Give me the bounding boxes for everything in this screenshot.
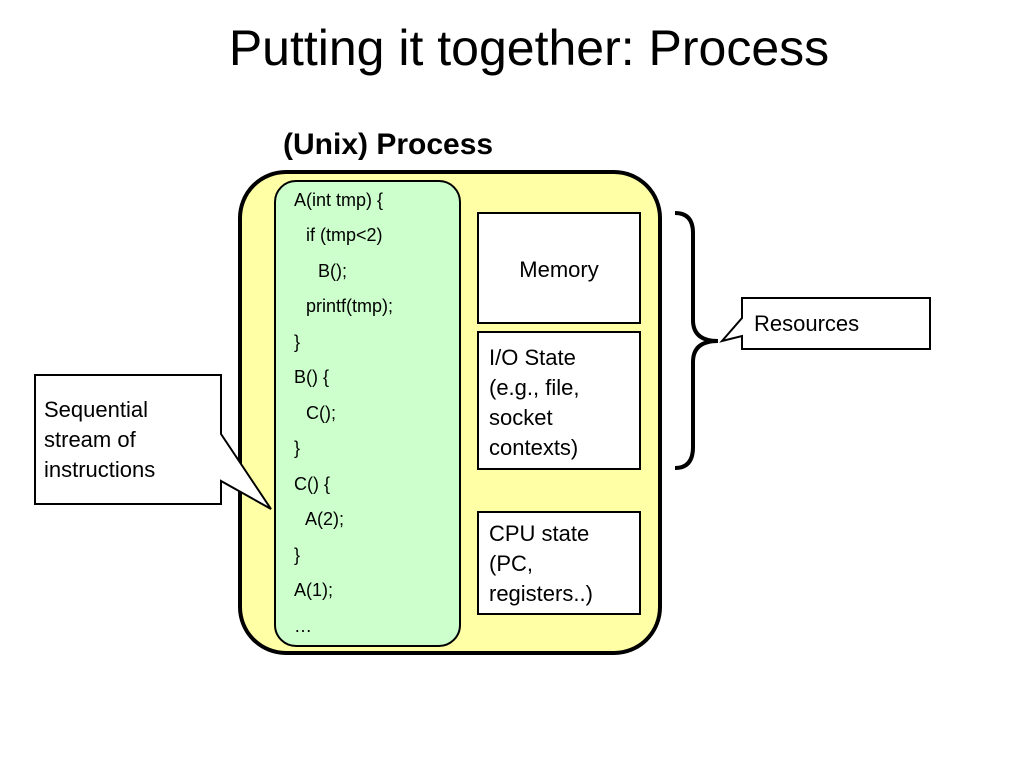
code-line: } [294, 545, 301, 565]
cpu-state-box: CPU state (PC, registers..) [477, 511, 641, 615]
memory-label: Memory [519, 257, 599, 282]
code-line: C(); [296, 403, 336, 423]
sequential-line: stream of [44, 427, 136, 452]
io-state-box: I/O State (e.g., file, socket contexts) [477, 331, 641, 470]
code-line: A(int tmp) { [294, 190, 384, 210]
code-line: … [294, 616, 312, 636]
code-line: printf(tmp); [296, 296, 394, 316]
sequential-line: instructions [44, 457, 156, 482]
code-line: B(); [298, 261, 347, 281]
cpu-state-line: (PC, [489, 551, 533, 576]
cpu-state-line: CPU state [489, 521, 590, 546]
code-line: A(1); [294, 580, 334, 600]
resources-label: Resources [754, 311, 860, 336]
io-state-line: I/O State [489, 345, 576, 370]
memory-box: Memory [477, 212, 641, 324]
io-state-line: (e.g., file, [489, 375, 580, 400]
sequential-callout [34, 374, 272, 510]
process-label: (Unix) Process [283, 128, 494, 161]
sequential-line: Sequential [44, 397, 148, 422]
code-line: } [294, 438, 301, 458]
code-line: } [294, 332, 301, 352]
code-line: B() { [294, 367, 330, 387]
code-panel: A(int tmp) { if (tmp<2) B(); printf(tmp)… [274, 180, 461, 647]
io-state-line: socket [489, 405, 553, 430]
code-line: C() { [294, 474, 330, 494]
code-line: if (tmp<2) [296, 225, 383, 245]
code-line: A(2); [296, 509, 345, 529]
cpu-state-line: registers..) [489, 581, 593, 606]
resources-brace [674, 211, 719, 470]
io-state-line: contexts) [489, 435, 579, 460]
resources-callout [719, 297, 931, 350]
sequential-label: Sequential stream of instructions [44, 395, 155, 485]
slide-title: Putting it together: Process [228, 20, 830, 76]
